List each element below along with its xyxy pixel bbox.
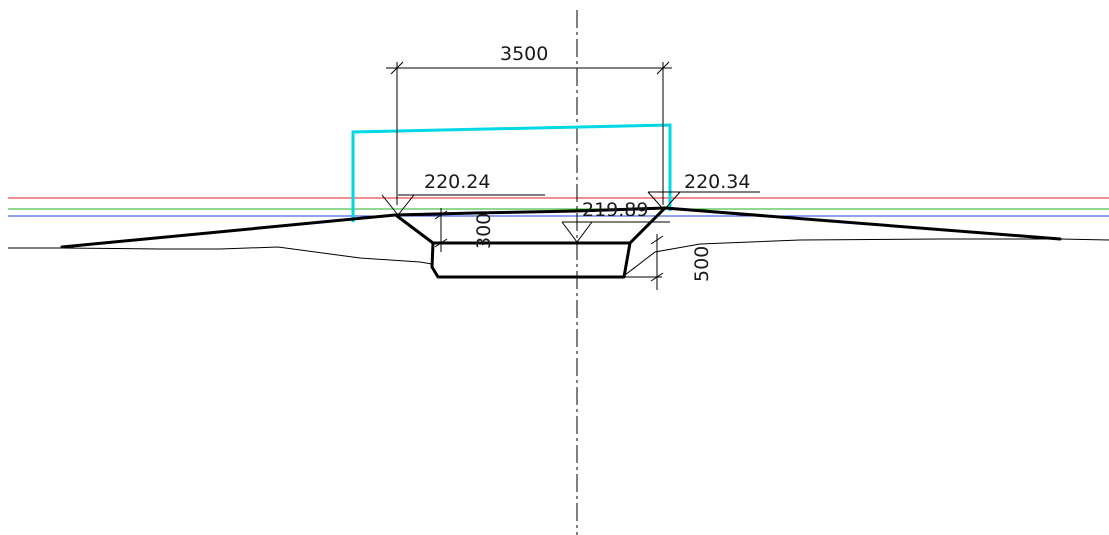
right-elevation-label: 220.34 (684, 171, 750, 193)
depth-500-label: 500 (691, 246, 713, 282)
trench-outline (395, 206, 667, 245)
center-elevation-label: 219.89 (582, 199, 648, 221)
depth-300-tick-top (434, 210, 448, 220)
left-elevation-label: 220.24 (424, 171, 490, 193)
left-elevation-marker (381, 194, 415, 216)
base-outline (430, 241, 632, 279)
depth-300-tick-bottom (434, 238, 448, 248)
center-elevation-marker (561, 221, 593, 243)
depth-300-label: 300 (473, 213, 495, 249)
right-elevation-marker (647, 191, 681, 211)
top-dimension-tick-left (390, 61, 404, 75)
top-dimension-label: 3500 (500, 43, 548, 65)
top-dimension-tick-right (656, 61, 670, 75)
existing-ground-line (8, 246, 433, 265)
road-surface-left-slope (60, 206, 1062, 249)
depth-500-tick-top (650, 235, 664, 245)
cyan-profile-outline (351, 123, 672, 222)
